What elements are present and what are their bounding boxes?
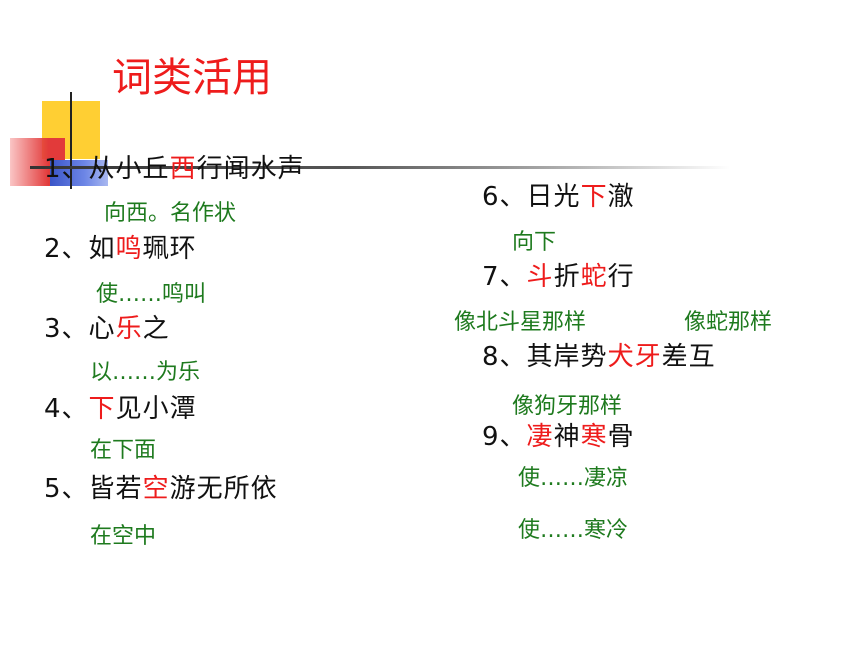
- note-3: 以……为乐: [90, 360, 201, 385]
- decorative-vertical-line: [70, 92, 72, 189]
- note-5: 在空中: [90, 524, 157, 549]
- item-2: 2、如鸣珮环: [44, 236, 197, 262]
- item-number: 7、: [482, 262, 527, 292]
- highlighted-word: 空: [142, 474, 170, 504]
- highlighted-word: 下: [580, 182, 608, 212]
- highlighted-word: 斗: [526, 262, 554, 292]
- item-text: 其岸势: [526, 342, 608, 372]
- note-1: 向西。名作状: [104, 201, 237, 226]
- item-text: 差互: [661, 342, 716, 372]
- item-number: 5、: [44, 474, 89, 504]
- item-text: 折: [553, 262, 581, 292]
- note-7b: 像蛇那样: [684, 310, 773, 335]
- item-8: 8、其岸势犬牙差互: [482, 344, 716, 370]
- highlighted-word: 凄: [526, 422, 554, 452]
- item-4: 4、下见小潭: [44, 396, 197, 422]
- item-5: 5、皆若空游无所依: [44, 476, 278, 502]
- highlighted-word: 寒: [580, 422, 608, 452]
- item-text: 神: [553, 422, 581, 452]
- note-4: 在下面: [90, 438, 157, 463]
- highlighted-word: 牙: [634, 342, 662, 372]
- item-number: 6、: [482, 182, 527, 212]
- item-3: 3、心乐之: [44, 316, 170, 342]
- item-number: 2、: [44, 234, 89, 264]
- item-text: 日光: [526, 182, 581, 212]
- item-text: 澈: [607, 182, 635, 212]
- item-text: 见小潭: [115, 394, 197, 424]
- item-7: 7、斗折蛇行: [482, 264, 635, 290]
- note-9a: 使……凄凉: [518, 466, 629, 491]
- highlighted-word: 蛇: [580, 262, 608, 292]
- item-9: 9、凄神寒骨: [482, 424, 635, 450]
- item-text: 从小丘: [88, 154, 170, 184]
- note-6: 向下: [512, 230, 557, 255]
- highlighted-word: 下: [88, 394, 116, 424]
- decorative-blue-square: [50, 160, 108, 186]
- item-text: 心: [88, 314, 116, 344]
- highlighted-word: 西: [169, 154, 197, 184]
- item-text: 如: [88, 234, 116, 264]
- highlighted-word: 乐: [115, 314, 143, 344]
- item-number: 8、: [482, 342, 527, 372]
- item-text: 游无所依: [169, 474, 278, 504]
- slide-title: 词类活用: [112, 55, 272, 101]
- item-number: 3、: [44, 314, 89, 344]
- item-text: 珮环: [142, 234, 197, 264]
- item-text: 骨: [607, 422, 635, 452]
- note-9b: 使……寒冷: [518, 518, 629, 543]
- item-text: 之: [142, 314, 170, 344]
- item-number: 4、: [44, 394, 89, 424]
- item-text: 皆若: [88, 474, 143, 504]
- item-text: 行: [607, 262, 635, 292]
- item-number: 9、: [482, 422, 527, 452]
- item-text: 行闻水声: [196, 154, 305, 184]
- item-number: 1、: [44, 154, 89, 184]
- note-7a: 像北斗星那样: [454, 310, 587, 335]
- note-8: 像狗牙那样: [512, 394, 623, 419]
- item-1: 1、从小丘西行闻水声: [44, 156, 305, 182]
- note-2: 使……鸣叫: [96, 282, 207, 307]
- decorative-horizontal-line: [30, 166, 730, 169]
- item-6: 6、日光下澈: [482, 184, 635, 210]
- highlighted-word: 犬: [607, 342, 635, 372]
- highlighted-word: 鸣: [115, 234, 143, 264]
